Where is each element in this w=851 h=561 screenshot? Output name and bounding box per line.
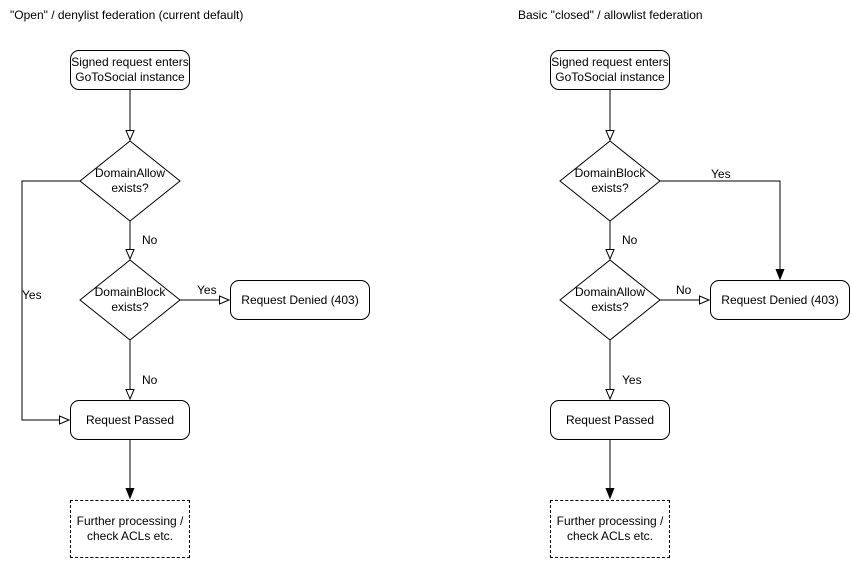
edge-label-right-yes-denied: Yes xyxy=(711,167,731,181)
edge-right-domainblock-yes-to-denied xyxy=(660,180,780,279)
edge-label-right-no-1: No xyxy=(622,233,638,247)
node-right-further-processing: Further processing / check ACLs etc. xyxy=(550,500,670,558)
edge-label-right-no-denied: No xyxy=(676,283,692,297)
edge-label-left-yes-loop: Yes xyxy=(22,288,42,302)
node-left-further-processing: Further processing / check ACLs etc. xyxy=(70,500,190,558)
edge-label-left-yes-denied: Yes xyxy=(197,283,217,297)
edge-left-domainallow-yes-to-passed xyxy=(21,180,80,420)
node-left-denied: Request Denied (403) xyxy=(230,280,370,320)
diamond-right-domainallow xyxy=(559,259,661,341)
diamond-left-domainallow xyxy=(79,140,181,222)
diamond-right-domainblock xyxy=(559,140,661,222)
diamond-left-domainblock xyxy=(79,259,181,341)
node-right-passed: Request Passed xyxy=(550,400,670,440)
node-left-start: Signed request enters GoToSocial instanc… xyxy=(70,50,190,90)
left-chart-title: "Open" / denylist federation (current de… xyxy=(10,8,244,22)
edge-label-left-no-2: No xyxy=(142,373,158,387)
node-right-denied: Request Denied (403) xyxy=(710,280,850,320)
right-chart-title: Basic "closed" / allowlist federation xyxy=(518,8,703,22)
node-left-passed: Request Passed xyxy=(70,400,190,440)
edge-label-left-no-1: No xyxy=(142,233,158,247)
edge-label-right-yes-passed: Yes xyxy=(622,373,642,387)
node-right-start: Signed request enters GoToSocial instanc… xyxy=(550,50,670,90)
